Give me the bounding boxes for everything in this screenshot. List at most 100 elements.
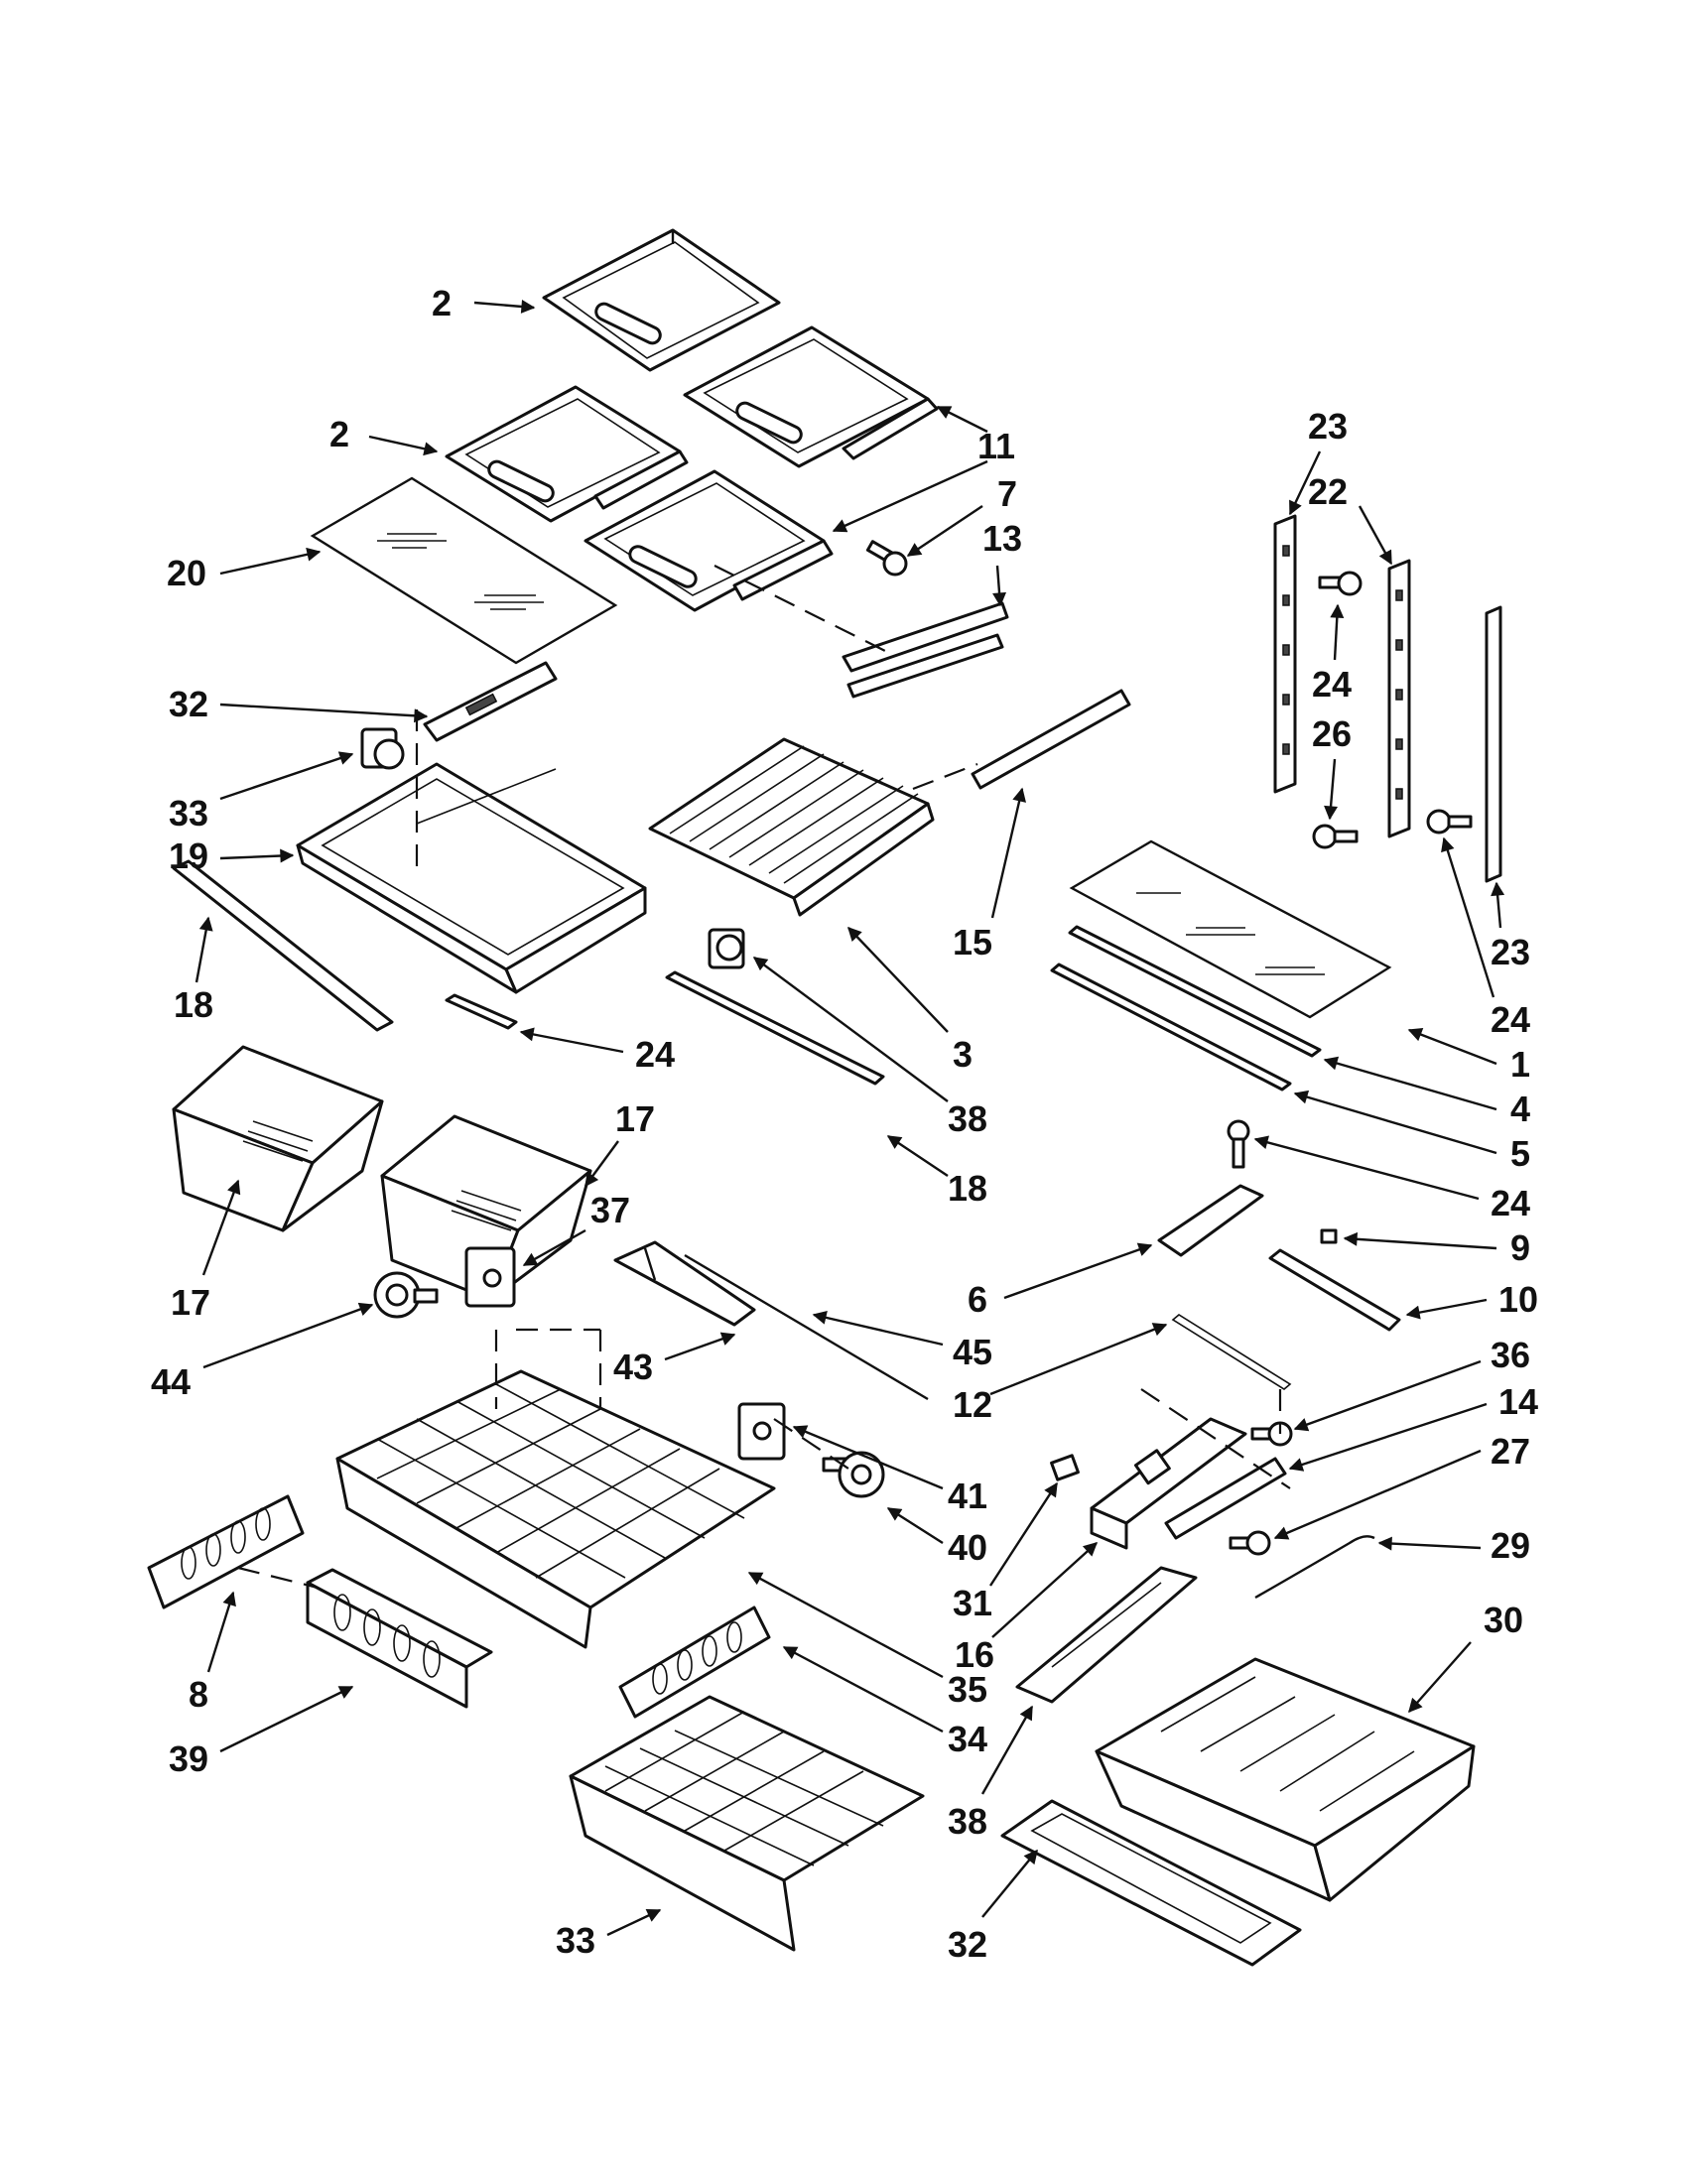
callout-19: 18	[174, 984, 213, 1025]
callout-11: 11	[977, 426, 1015, 466]
trim-5	[1050, 963, 1292, 1092]
wire-basket-34	[335, 1369, 776, 1649]
rod-45	[684, 1253, 929, 1401]
callout-36: 36	[1491, 1335, 1530, 1375]
clip-27	[445, 993, 518, 1030]
callout-37: 32	[169, 684, 208, 724]
callout-9: 9	[1510, 1227, 1530, 1268]
callout-38-upper: 33	[169, 793, 208, 834]
divider-39	[306, 1568, 493, 1709]
callout-21: 20	[167, 553, 206, 593]
trim-31	[1000, 1799, 1302, 1967]
motor-42	[464, 1246, 516, 1308]
callout-12: 12	[953, 1384, 992, 1425]
screw-24-right	[1426, 809, 1473, 835]
glass-shelf-1	[1069, 839, 1392, 1019]
callout-39: 39	[169, 1738, 208, 1779]
callout-2-left: 2	[329, 414, 349, 454]
trim-18	[665, 970, 885, 1086]
callout-23-top: 23	[1308, 406, 1348, 447]
clip-9	[1320, 1228, 1338, 1244]
callout-2-top: 2	[432, 283, 452, 323]
shelf-frame-top	[542, 228, 781, 372]
gear-40	[822, 1451, 885, 1498]
callout-14: 14	[1498, 1381, 1538, 1422]
bracket-10	[1268, 1248, 1401, 1332]
callout-40: 40	[948, 1527, 987, 1568]
callout-10: 10	[1498, 1279, 1538, 1320]
callout-33: 34	[948, 1719, 987, 1759]
callout-38-lower: 38	[948, 1098, 987, 1139]
callout-16: 16	[955, 1634, 994, 1675]
bracket-6	[1157, 1184, 1264, 1257]
callout-8: 8	[189, 1674, 208, 1715]
rail-23-right	[1485, 605, 1502, 883]
trim-19	[172, 859, 394, 1032]
callout-30: 31	[953, 1583, 992, 1623]
screw-24-upper	[1318, 571, 1363, 596]
trim-14	[1164, 1457, 1287, 1540]
callout-42: 37	[590, 1190, 630, 1230]
callout-17-right: 17	[615, 1098, 655, 1139]
divider-33	[618, 1606, 771, 1719]
knob-38-lower	[708, 928, 745, 969]
wire-28	[1254, 1535, 1375, 1600]
slide-rail-13	[842, 601, 1009, 699]
callout-22: 22	[1308, 471, 1348, 512]
callout-26: 27	[1491, 1431, 1530, 1472]
screw-36	[1250, 1421, 1293, 1447]
motor-41	[737, 1402, 786, 1461]
callout-43: 43	[613, 1347, 653, 1387]
callout-29: 30	[1484, 1600, 1523, 1640]
bracket-37	[423, 661, 558, 742]
callout-17-left: 17	[171, 1282, 210, 1323]
pan-29	[1095, 1657, 1476, 1902]
screw-24-middle	[1227, 1119, 1250, 1169]
crisper-drawer-17-left	[172, 1045, 384, 1232]
clip-30	[1050, 1454, 1080, 1481]
screw-25	[1312, 824, 1359, 849]
screw-26	[1229, 1530, 1271, 1556]
housing-16	[1090, 1417, 1247, 1550]
rail-43	[613, 1240, 756, 1327]
callout-45: 45	[953, 1332, 992, 1372]
callout-31: 32	[948, 1924, 987, 1965]
callout-3: 3	[953, 1034, 973, 1075]
assembly-lines	[237, 565, 1291, 1590]
callout-1: 1	[1510, 1044, 1530, 1085]
shelf-frame-left	[445, 385, 689, 523]
callout-20: 19	[169, 835, 208, 876]
handle-35	[1015, 1566, 1198, 1704]
callout-44: 44	[151, 1361, 191, 1402]
callout-7: 7	[997, 473, 1017, 514]
callouts: 2 2 11 7 13 20 32 33 19 18 24 17	[151, 283, 1538, 1965]
gear-44	[373, 1271, 439, 1319]
callout-34: 35	[948, 1669, 987, 1710]
callout-15: 15	[953, 922, 992, 963]
trim-15	[971, 689, 1131, 790]
shelf-frame-center	[584, 469, 834, 612]
screw-7	[865, 540, 908, 577]
callout-32: 33	[556, 1920, 595, 1961]
callout-18: 18	[948, 1168, 987, 1209]
knob-38-upper	[360, 727, 405, 770]
callout-24-right: 24	[1491, 999, 1530, 1040]
divider-8	[147, 1494, 305, 1609]
callout-4: 4	[1510, 1089, 1530, 1129]
callout-24-middle: 24	[1491, 1183, 1530, 1223]
shelf-frame-right	[683, 325, 939, 468]
callout-27: 24	[635, 1034, 675, 1075]
callout-5: 5	[1510, 1133, 1530, 1174]
wire-basket-3	[648, 737, 935, 917]
rail-12	[1171, 1314, 1292, 1390]
callout-13: 13	[982, 518, 1022, 559]
callout-6: 6	[968, 1279, 987, 1320]
wire-basket-32	[569, 1695, 925, 1952]
crisper-cover-frame-20	[296, 762, 647, 994]
callout-24-upper: 24	[1312, 664, 1352, 705]
callout-28: 29	[1491, 1525, 1530, 1566]
callout-25: 26	[1312, 713, 1352, 754]
callout-35: 38	[948, 1801, 987, 1842]
rail-22	[1387, 559, 1411, 838]
callout-41: 41	[948, 1476, 987, 1516]
